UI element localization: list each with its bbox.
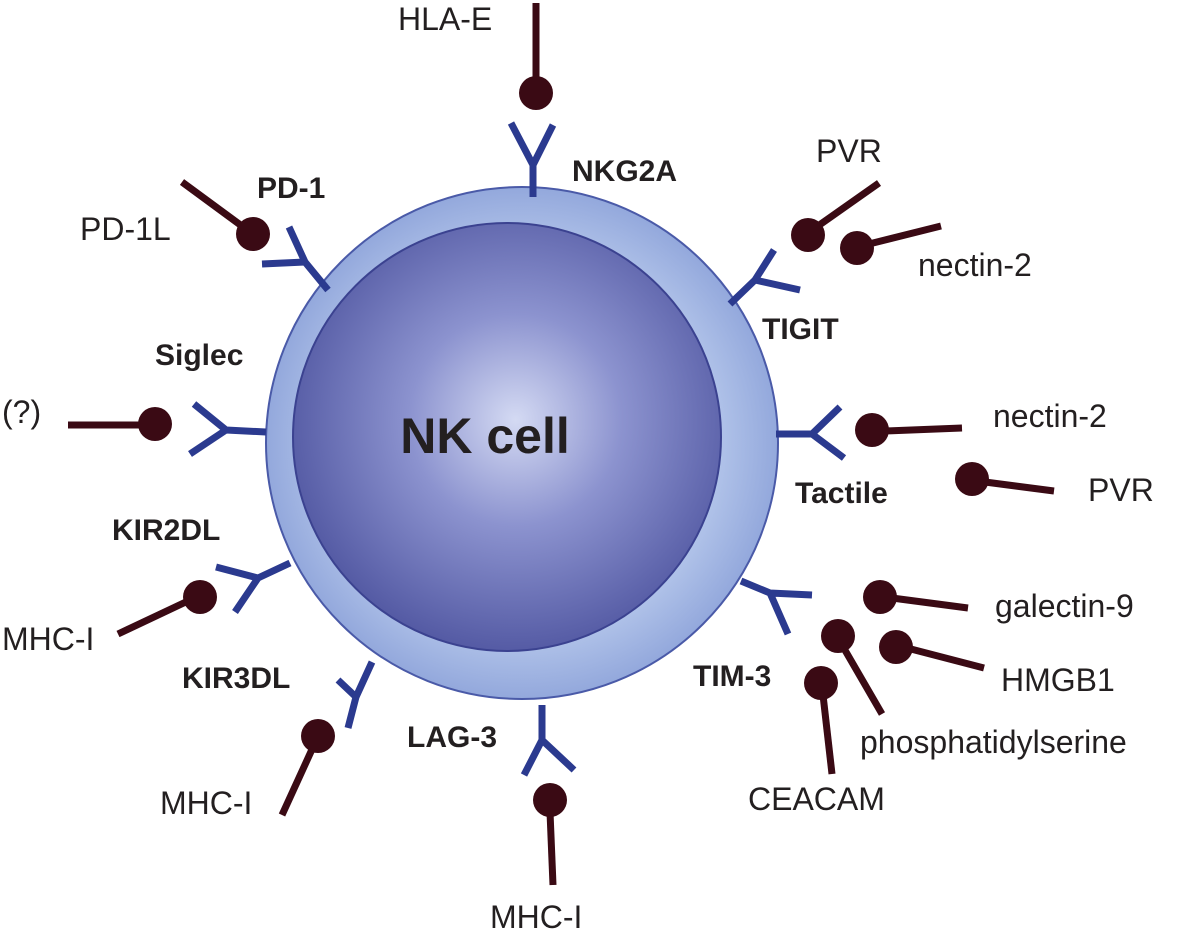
ligand-kir2dl-label: MHC-I: [2, 621, 94, 657]
receptor-kir2dl-icon: [215, 559, 292, 614]
receptor-nkg2a-label: NKG2A: [572, 155, 677, 188]
ligand-ceacam-label: CEACAM: [748, 781, 885, 817]
receptor-pd1-icon: [261, 225, 331, 293]
receptor-kir3dl: KIR3DL MHC-I: [160, 660, 376, 821]
ligand-pd1l-bead: [236, 217, 270, 251]
receptor-lag3: LAG-3 MHC-I: [407, 705, 582, 933]
ligand-tactile-pvr-label: PVR: [1088, 472, 1154, 508]
receptor-pd1-label: PD-1: [257, 172, 325, 205]
receptor-pd1: PD-1 PD-1L: [80, 172, 331, 293]
receptor-tim3: TIM-3 galectin-9 HMGB1 phosphatidylserin…: [693, 577, 1134, 817]
receptor-tim3-icon: [739, 577, 813, 636]
ligand-pd1l-label: PD-1L: [80, 211, 171, 247]
receptor-tim3-label: TIM-3: [693, 660, 771, 693]
receptor-tigit-label: TIGIT: [762, 313, 839, 346]
ligand-ceacam-stalk: [819, 694, 836, 775]
ligand-galectin9-bead: [863, 580, 897, 614]
ligand-kir2dl-bead: [183, 580, 217, 614]
cell-nucleus: [292, 222, 722, 652]
cell-label: NK cell: [400, 408, 570, 464]
ligand-hla-e-bead: [519, 76, 553, 110]
receptor-kir2dl: KIR2DL MHC-I: [2, 514, 292, 657]
ligand-kir3dl-bead: [301, 719, 335, 753]
ligand-tigit-pvr-label: PVR: [816, 133, 882, 169]
ligand-kir3dl-label: MHC-I: [160, 785, 252, 821]
ligand-kir3dl-stalk: [278, 743, 318, 817]
nk-cell: NK cell: [265, 186, 779, 700]
receptor-siglec-label: Siglec: [155, 339, 243, 372]
receptor-siglec: Siglec (?): [2, 339, 267, 457]
receptor-nkg2a: NKG2A HLA-E: [398, 1, 677, 197]
receptor-nkg2a-icon: [507, 121, 557, 197]
ligand-galectin9-label: galectin-9: [995, 588, 1134, 624]
ligand-kir2dl-stalk: [116, 596, 192, 638]
ligand-tactile-pvr-stalk: [984, 478, 1055, 495]
ligand-pd1l-stalk: [179, 179, 253, 235]
receptor-lag3-icon: [520, 705, 577, 777]
ligand-siglec-bead: [138, 407, 172, 441]
receptor-kir3dl-icon: [335, 660, 376, 729]
ligand-tactile-nectin2-stalk: [884, 424, 963, 435]
receptor-lag3-label: LAG-3: [407, 721, 497, 754]
ligand-phosphatidylserine-label: phosphatidylserine: [860, 724, 1127, 760]
receptor-kir3dl-label: KIR3DL: [182, 662, 290, 695]
ligand-lag3-bead: [533, 783, 567, 817]
ligand-siglec-label: (?): [2, 394, 41, 430]
receptor-tactile: Tactile nectin-2 PVR: [776, 398, 1154, 510]
receptor-siglec-icon: [188, 401, 267, 457]
ligand-galectin9-stalk: [891, 594, 969, 612]
ligand-lag3-label: MHC-I: [490, 899, 582, 933]
receptor-tigit-icon: [727, 248, 801, 307]
ligand-tigit-nectin2-label: nectin-2: [918, 247, 1032, 283]
ligand-tigit-pvr-bead: [791, 218, 825, 252]
ligand-hla-e-label: HLA-E: [398, 1, 492, 37]
ligand-phosphatidylserine-bead: [821, 619, 855, 653]
receptor-tactile-label: Tactile: [795, 477, 888, 510]
receptor-tactile-icon: [776, 404, 847, 461]
receptor-tigit: TIGIT PVR nectin-2: [727, 133, 1032, 346]
ligand-lag3-stalk: [546, 811, 557, 886]
ligand-hmgb1-bead: [879, 630, 913, 664]
ligand-tigit-nectin2-bead: [840, 231, 874, 265]
ligand-tactile-nectin2-bead: [855, 413, 889, 447]
ligand-tactile-nectin2-label: nectin-2: [993, 398, 1107, 434]
ligand-tactile-pvr-bead: [955, 462, 989, 496]
ligand-ceacam-bead: [804, 666, 838, 700]
ligand-hmgb1-label: HMGB1: [1001, 662, 1115, 698]
ligand-hmgb1-stalk: [906, 644, 985, 672]
receptor-kir2dl-label: KIR2DL: [112, 514, 220, 547]
ligand-phosphatidylserine-stalk: [838, 643, 886, 716]
